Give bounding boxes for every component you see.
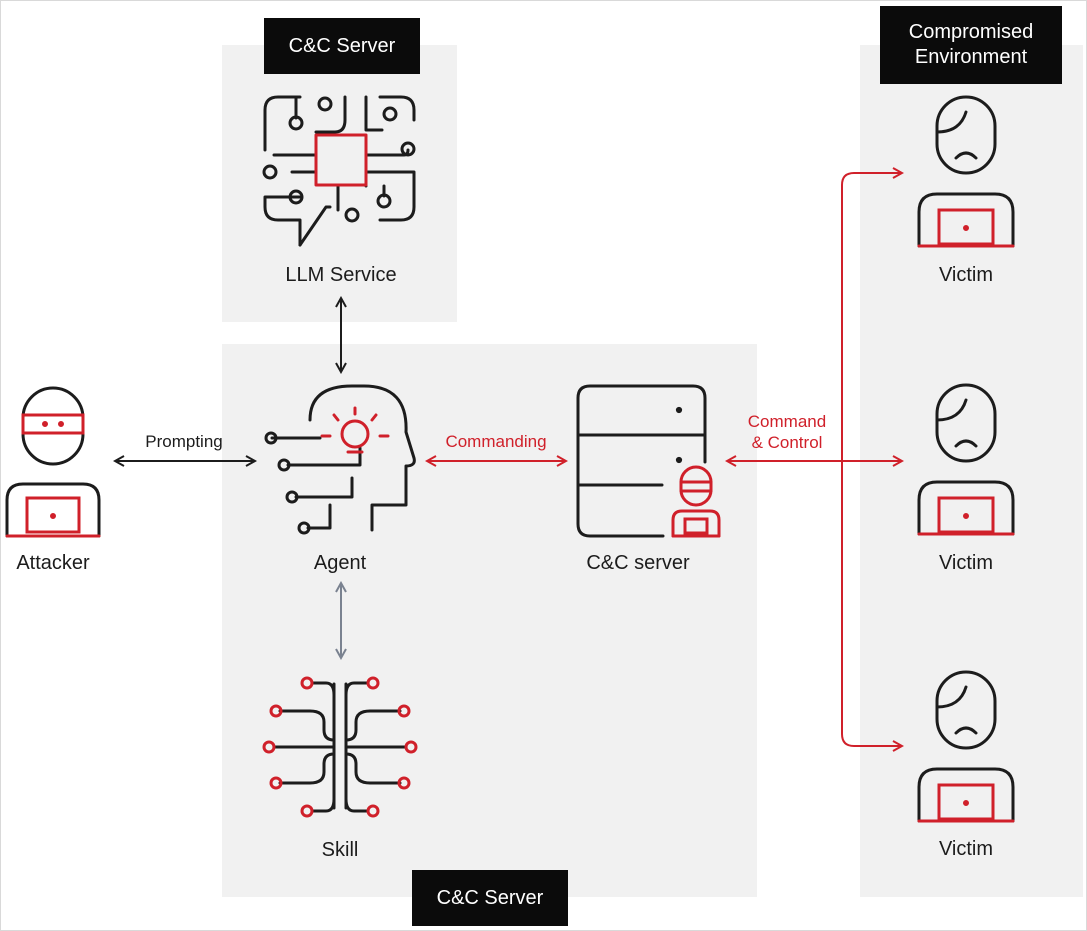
cc-server-label: C&C server: [586, 552, 690, 574]
prompting-label: Prompting: [145, 432, 223, 451]
chip-brain-icon: [262, 95, 416, 247]
compromised-environment-tag: Compromised Environment: [880, 6, 1062, 84]
agent-label: Agent: [313, 552, 367, 574]
env-tag-line-1: Compromised: [908, 21, 1034, 43]
cc-server-panel-tag: C&C Server: [412, 870, 568, 926]
llm-service-label: LLM Service: [285, 264, 397, 286]
victim-icon-3: [917, 670, 1015, 823]
victim-label-2: Victim: [938, 552, 994, 574]
llm-panel-tag: C&C Server: [264, 18, 420, 74]
command-control-label: Command & Control: [734, 411, 840, 453]
server-rack-icon: [576, 384, 721, 538]
victim-branch-bus: [841, 173, 902, 746]
env-tag-line-2: Environment: [914, 46, 1028, 68]
command-control-line-1: Command: [747, 412, 827, 431]
skill-label: Skill: [321, 839, 359, 861]
victim-label-1: Victim: [938, 264, 994, 286]
commanding-label: Commanding: [445, 432, 547, 451]
victim-label-3: Victim: [938, 838, 994, 860]
masked-user-laptop-icon: [5, 386, 101, 538]
command-control-line-2: & Control: [751, 433, 823, 452]
victim-icon-1: [917, 95, 1015, 248]
attacker-label: Attacker: [16, 552, 90, 574]
skill-tree-icon: [262, 676, 418, 818]
victim-icon-2: [917, 383, 1015, 536]
ai-head-lightbulb-icon: [264, 384, 416, 535]
